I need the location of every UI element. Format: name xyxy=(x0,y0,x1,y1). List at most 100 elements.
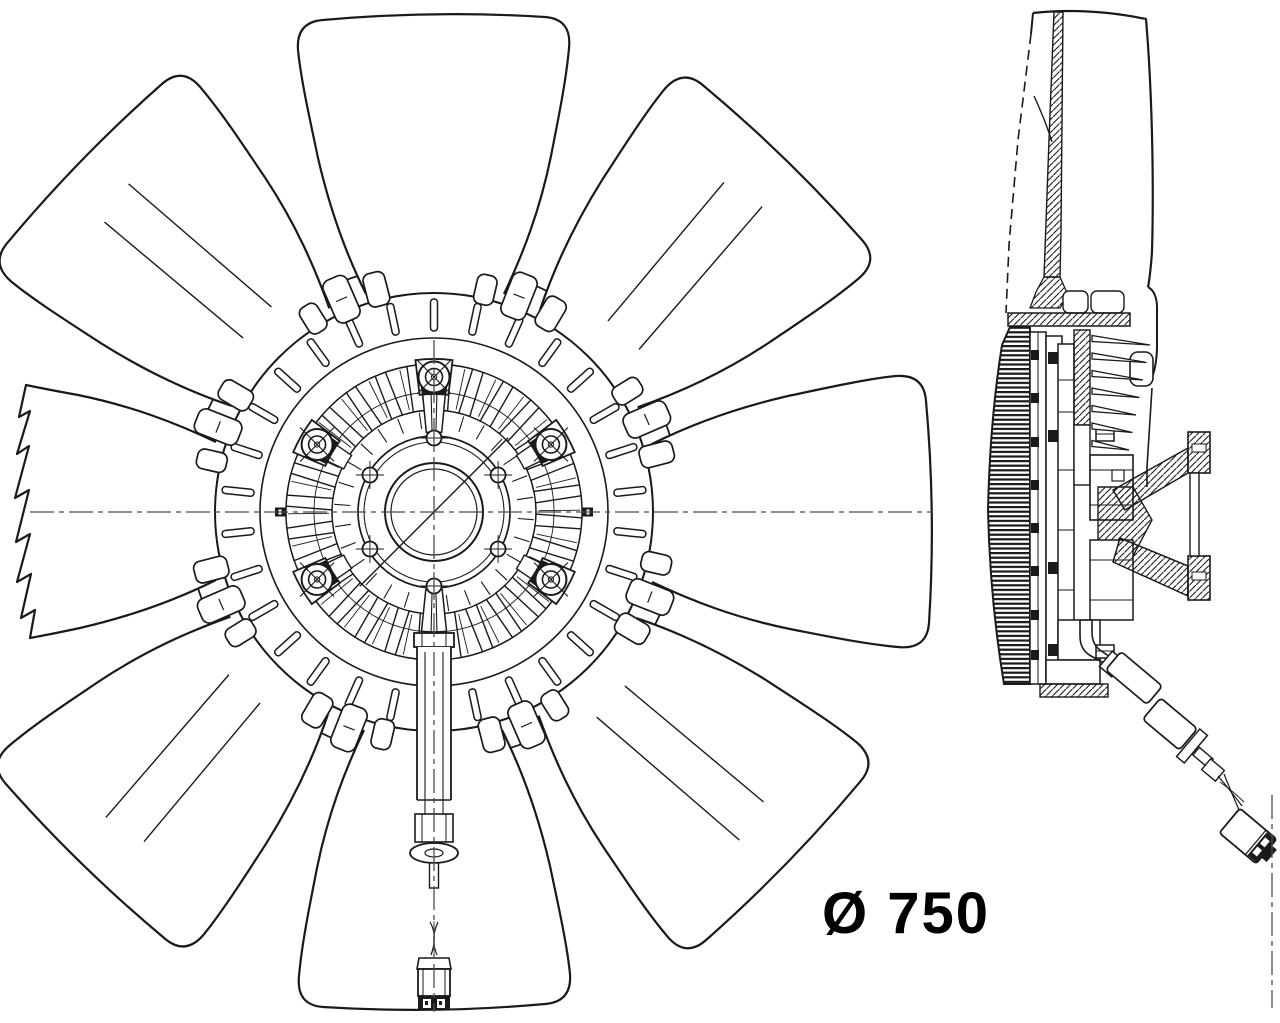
vent-slot xyxy=(230,564,263,582)
window-tick xyxy=(513,293,525,299)
spider-window xyxy=(613,612,651,646)
blade-crease xyxy=(607,182,725,322)
clutch-fin xyxy=(468,371,505,422)
spider-window xyxy=(370,717,396,751)
harness-collar xyxy=(1175,727,1209,765)
vent-slot xyxy=(613,485,647,497)
clutch-fin xyxy=(384,365,415,416)
window-tick xyxy=(215,421,221,433)
fin-stub xyxy=(383,584,393,599)
harness-body xyxy=(1143,698,1197,750)
fin-stub xyxy=(360,443,373,456)
clutch-fin xyxy=(453,608,484,659)
root-pocket xyxy=(1062,290,1089,314)
fin-stub xyxy=(475,425,485,440)
clutch-fin xyxy=(489,385,532,435)
plate-bolt xyxy=(1048,430,1058,442)
clutch-fin-rib xyxy=(402,614,413,655)
spider-window xyxy=(298,302,328,335)
blade-crease xyxy=(104,221,244,339)
twisted-wire xyxy=(1219,781,1245,803)
fin-stub xyxy=(517,496,534,501)
fin-stub xyxy=(503,455,518,466)
spider-window xyxy=(224,618,257,648)
clutch-fin xyxy=(530,462,581,493)
fin-stub xyxy=(517,517,534,521)
clutch-fin-rib xyxy=(515,419,548,446)
cooling-fin xyxy=(1091,369,1144,381)
rail-clamp xyxy=(1031,437,1039,447)
window-tick xyxy=(343,725,355,731)
vent-slot xyxy=(589,402,620,425)
spider-window xyxy=(472,273,498,307)
plate-bolt xyxy=(1048,562,1058,574)
clutch-fin-rib xyxy=(291,480,332,491)
fin-stub xyxy=(347,461,362,471)
clutch-fin-rib xyxy=(288,512,330,515)
centerlines xyxy=(30,340,1273,1012)
fin-stub xyxy=(458,416,465,432)
vent-slot xyxy=(566,631,595,657)
clutch-fin xyxy=(494,584,540,633)
flange-hole xyxy=(1191,443,1207,453)
vent-slot xyxy=(230,442,263,460)
clutch-fin xyxy=(285,505,334,530)
cooling-fin xyxy=(1091,387,1140,399)
blade-crease xyxy=(596,716,740,841)
twisted-wire xyxy=(1217,775,1243,807)
spider-window xyxy=(192,555,230,584)
rail-clamp xyxy=(1031,566,1039,576)
twisted-wire xyxy=(1223,773,1241,813)
vent-slot xyxy=(386,688,400,722)
vent-slot xyxy=(504,316,524,348)
fin-stub xyxy=(445,595,450,612)
spider-window xyxy=(638,440,676,469)
clutch-fin-rib xyxy=(320,578,353,605)
spider-window xyxy=(639,550,673,576)
root-pocket xyxy=(1090,290,1125,314)
blade-root-hatch xyxy=(1029,276,1069,309)
vent-slot xyxy=(468,688,482,722)
blade-section-hatch xyxy=(1043,11,1064,278)
clutch-fin xyxy=(363,602,400,653)
fin-stub xyxy=(514,536,530,543)
rail-clamp xyxy=(1031,523,1039,533)
clutch-fin xyxy=(336,589,379,639)
clutch-fin-rib xyxy=(371,606,391,645)
blade-crease xyxy=(624,685,764,803)
clutch-fin-rib xyxy=(536,533,577,544)
fan-blade xyxy=(539,76,872,409)
spider-window xyxy=(300,691,334,729)
fan-blade xyxy=(296,13,571,295)
blade-crease xyxy=(105,674,230,818)
rail-clamp xyxy=(1031,650,1039,660)
blade-crease xyxy=(143,702,261,842)
clutch-fin-rib xyxy=(455,369,466,410)
clutch-fin-rib xyxy=(344,594,370,628)
fan-blade xyxy=(537,617,870,950)
clutch-fin-rib xyxy=(498,396,524,430)
fin-stub xyxy=(365,573,378,586)
fan-blade xyxy=(0,615,329,948)
spider-window xyxy=(217,378,255,412)
rail-clamp xyxy=(1031,480,1039,490)
window-tick xyxy=(520,721,533,728)
window-tick xyxy=(647,591,653,603)
shaft-section xyxy=(1073,329,1091,426)
clutch-fin-rib xyxy=(368,381,388,419)
blade-crease xyxy=(128,183,272,308)
vent-slot xyxy=(248,402,279,425)
rail-clamp xyxy=(1031,610,1039,620)
vent-slot xyxy=(538,656,562,686)
spider-window xyxy=(534,295,568,333)
flange-hole xyxy=(1191,571,1207,581)
cooling-fin xyxy=(1091,404,1137,416)
vent-slot xyxy=(306,656,330,686)
vent-slot xyxy=(386,302,400,336)
side-connector xyxy=(1219,808,1277,864)
harness-overmold xyxy=(1106,652,1162,704)
clutch-fin-rib xyxy=(341,398,368,431)
fin-stub xyxy=(350,558,365,569)
fin-stub xyxy=(397,418,405,434)
fan-blade xyxy=(0,74,331,407)
